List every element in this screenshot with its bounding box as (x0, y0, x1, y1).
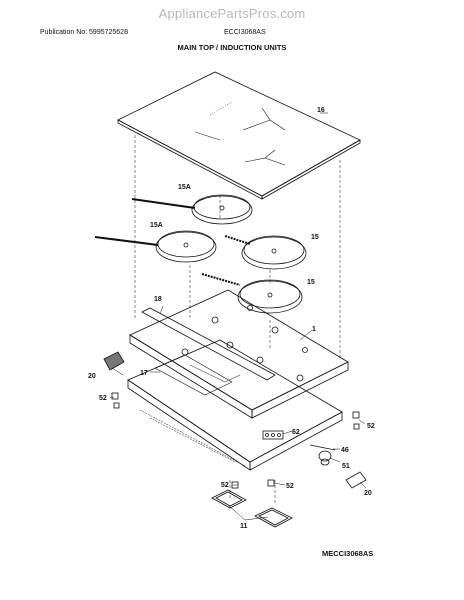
callout-20-left: 20 (88, 373, 96, 380)
watermark: AppliancePartsPros.com (158, 6, 306, 21)
induction-element-right-top (224, 235, 307, 270)
induction-element-left-bottom (94, 230, 217, 263)
callout-51: 51 (342, 463, 350, 470)
alignment-lines (134, 135, 341, 505)
mounting-foot-left (211, 489, 247, 509)
callout-1: 1 (312, 326, 316, 333)
callout-62: 62 (292, 429, 300, 436)
left-screw (111, 392, 120, 409)
side-bracket (154, 354, 233, 396)
callout-17: 17 (140, 370, 148, 377)
section-title: MAIN TOP / INDUCTION UNITS (177, 43, 287, 52)
induction-element-right-bottom (201, 273, 303, 314)
chassis-frame (129, 289, 349, 419)
callout-leaders (109, 305, 367, 521)
callout-18: 18 (154, 296, 162, 303)
callout-20-right: 20 (364, 490, 372, 497)
glass-cooktop (117, 71, 361, 200)
model-number: ECCI3068AS (224, 29, 266, 36)
diagram-code: MECCI3068AS (322, 549, 374, 558)
callout-52-foot-left: 52 (221, 482, 229, 489)
control-board (262, 430, 284, 440)
foot-screw-right (267, 479, 275, 487)
left-bracket (103, 351, 125, 371)
callout-52-right: 52 (367, 423, 375, 430)
induction-element-left-top (131, 194, 253, 225)
support-bar (141, 307, 276, 381)
callout-46: 46 (341, 447, 349, 454)
callout-11: 11 (240, 523, 248, 530)
callout-15-bottom: 15 (307, 279, 315, 286)
callout-15a-bottom: 15A (150, 222, 163, 229)
callout-15-top: 15 (311, 234, 319, 241)
wire-harness (309, 444, 336, 451)
callout-16: 16 (317, 107, 325, 114)
right-bracket (345, 471, 367, 489)
callout-15a-top: 15A (178, 184, 191, 191)
callout-52-foot-right: 52 (286, 483, 294, 490)
lower-housing (127, 339, 343, 471)
publication-number: Publication No: 5995725628 (40, 29, 128, 36)
knob-part (318, 450, 332, 466)
right-screw-top (352, 411, 360, 430)
callout-52-left: 52 (99, 395, 107, 402)
mounting-foot-right (254, 507, 293, 528)
